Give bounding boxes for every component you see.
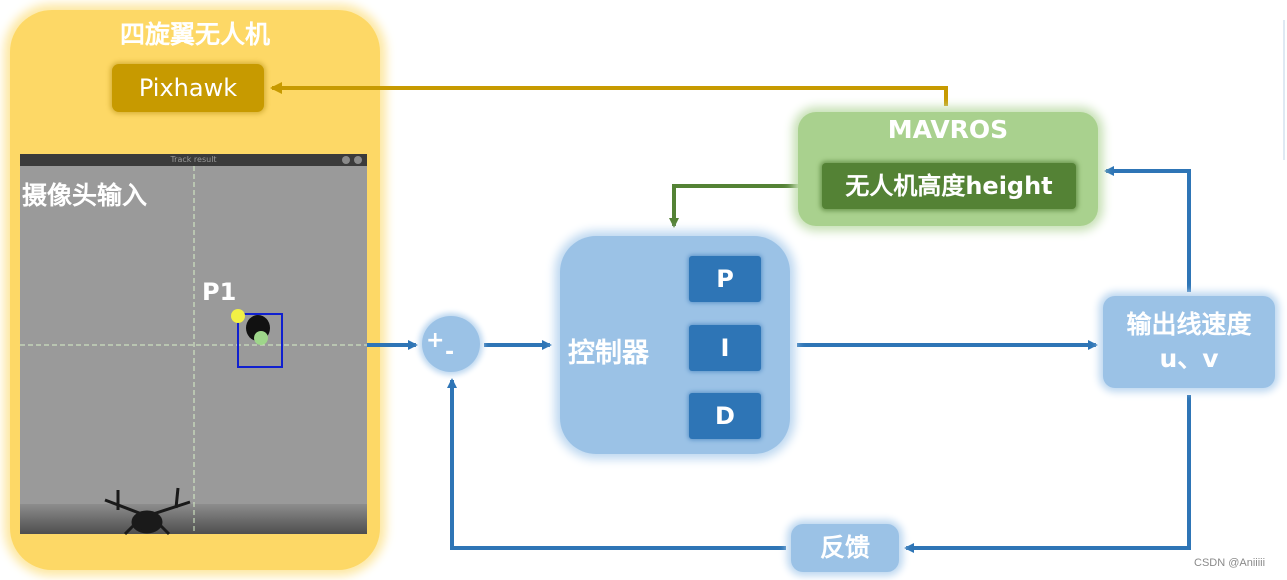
watermark: CSDN @Aniiiii — [1194, 557, 1266, 569]
arrow-feedback-to-sum — [447, 378, 786, 550]
pid-d-box: D — [689, 393, 761, 439]
arrow-velocity-to-mavros — [1104, 166, 1191, 292]
arrow-height-to-controller — [669, 184, 816, 228]
controller-label: 控制器 — [568, 338, 649, 369]
edge-decoration — [1283, 20, 1285, 160]
close-icon — [354, 156, 362, 164]
pid-p-box: P — [689, 256, 761, 302]
arrow-mavros-to-pixhawk — [270, 82, 948, 106]
feedback-block: 反馈 — [791, 524, 899, 572]
output-velocity-block: 输出线速度 u、v — [1103, 296, 1275, 388]
mavros-title: MAVROS — [887, 115, 1009, 144]
sum-plus-sign: + — [426, 328, 445, 353]
camera-input-label: 摄像头输入 — [22, 181, 148, 210]
pixhawk-box: Pixhawk — [112, 64, 264, 112]
camera-window-titlebar: Track result — [20, 154, 367, 166]
drone-height-box: 无人机高度height — [822, 163, 1076, 209]
tracking-box — [237, 313, 283, 368]
arrow-velocity-to-feedback — [904, 395, 1191, 553]
pid-i-box: I — [689, 325, 761, 371]
drone-title: 四旋翼无人机 — [119, 20, 270, 49]
target-point-marker — [231, 309, 245, 323]
summing-junction — [422, 316, 480, 372]
target-center-marker — [254, 331, 268, 345]
target-point-label: P1 — [202, 278, 237, 306]
drone-silhouette-icon — [104, 487, 191, 536]
minimize-icon — [342, 156, 350, 164]
sum-minus-sign: - — [445, 340, 455, 365]
output-velocity-title: 输出线速度 — [1126, 310, 1252, 339]
output-velocity-variables: u、v — [1159, 344, 1219, 373]
